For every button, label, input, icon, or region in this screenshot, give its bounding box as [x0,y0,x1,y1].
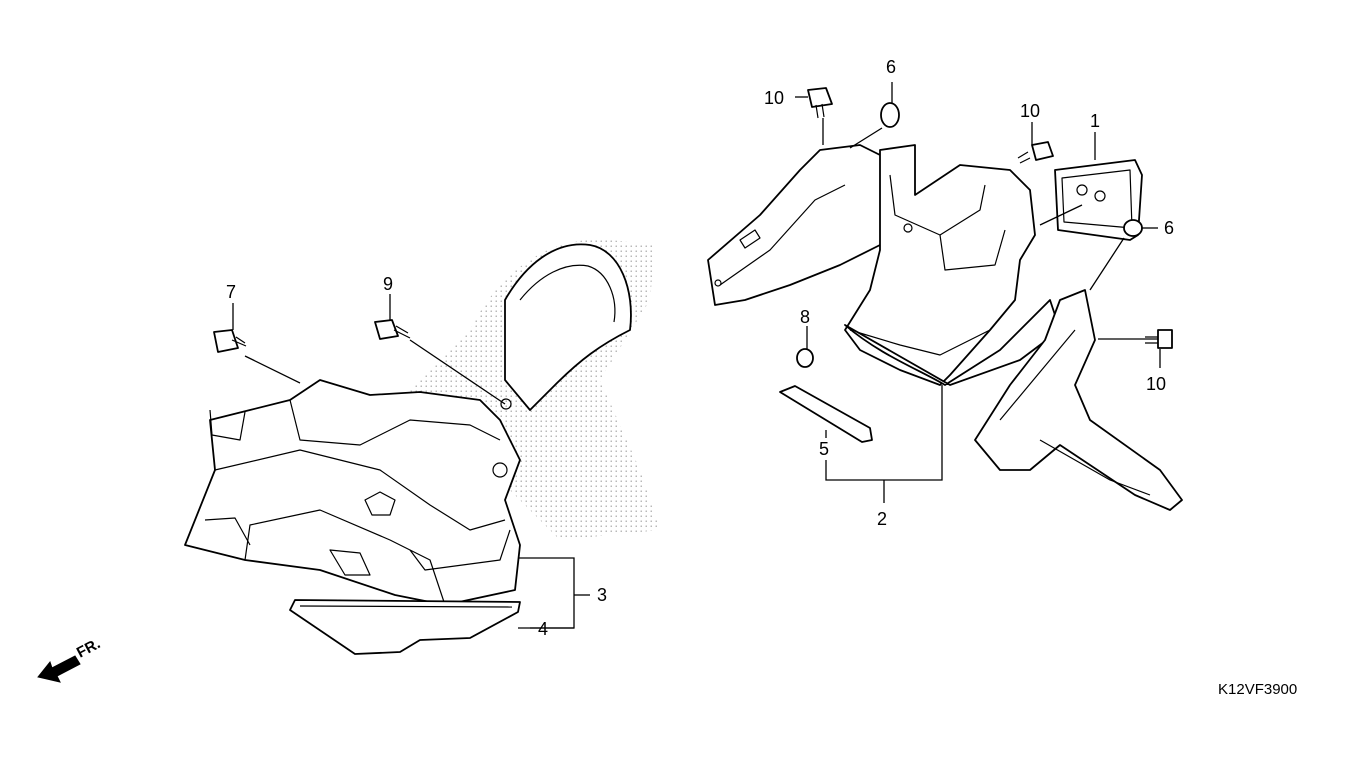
bolt-10-top-right [1017,141,1054,164]
grommet-6-right [1123,219,1143,237]
direction-label: FR. [74,635,103,661]
bolt-7 [213,329,247,353]
rear-fender-assembly [707,144,1183,511]
screw-9 [374,319,411,340]
callout-3: 3 [597,585,607,605]
callout-5: 5 [819,439,829,459]
fender-center [844,144,1036,386]
callout-6-right: 6 [1164,218,1174,238]
inner-fender-assembly [184,239,660,655]
arrow-icon [37,655,81,683]
fender-left-arm [707,144,901,306]
nut-8 [796,348,814,368]
storage-box [184,379,521,606]
callout-10-top-left: 10 [764,88,784,108]
seal-strip-5 [779,385,873,443]
bolt-10-right [1145,329,1173,349]
license-bracket [974,289,1183,511]
leader-lines [232,82,1161,629]
callout-7: 7 [226,282,236,302]
callout-1: 1 [1090,111,1100,131]
callout-4: 4 [538,619,548,639]
seal-strip-4 [289,599,521,655]
callout-6-top: 6 [886,57,896,77]
callout-2: 2 [877,509,887,529]
diagram-code: K12VF3900 [1218,681,1297,698]
bolt-10-top-left [807,87,833,119]
grommet-6-top [880,102,900,128]
callout-10-top-right: 10 [1020,101,1040,121]
rear-hugger [504,243,632,411]
front-direction-indicator: FR. [37,635,103,683]
callout-9: 9 [383,274,393,294]
callout-10-right: 10 [1146,374,1166,394]
callout-8: 8 [800,307,810,327]
